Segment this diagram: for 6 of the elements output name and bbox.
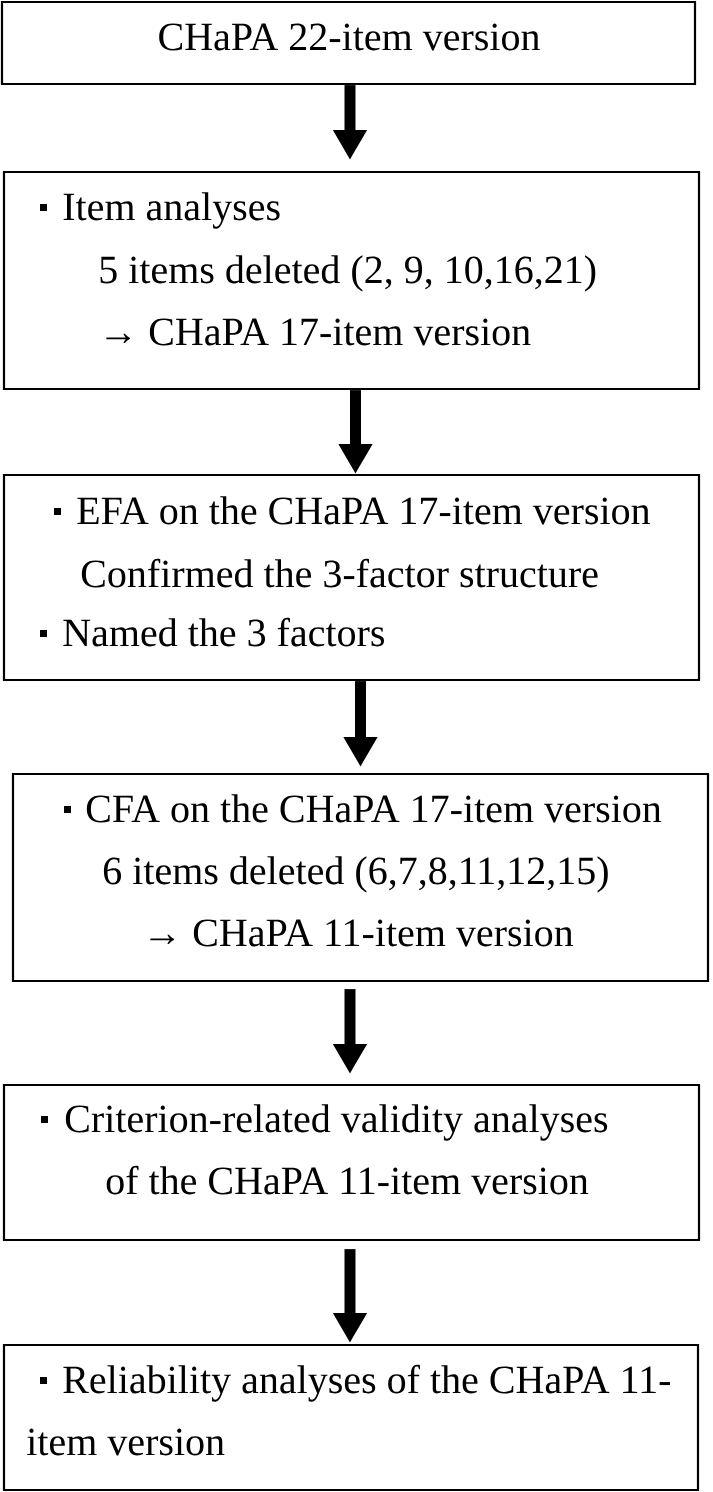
process-box: EFA on the CHaPA 17-item version Confirmed the 3-factor structure Named the 3 factors bbox=[2, 473, 701, 682]
process-box: Item analyses 5 items deleted (2, 9, 10,16,21) → CHaPA 17-item version bbox=[2, 170, 701, 391]
process-box: Criterion-related validity analyses of the CHaPA 11-item version bbox=[2, 1083, 701, 1242]
process-box: CHaPA 22-item version bbox=[0, 0, 697, 86]
process-box: Reliability analyses of the CHaPA 11-item version bbox=[2, 1343, 700, 1492]
process-box: CFA on the CHaPA 17-item version 6 items deleted (6,7,8,11,12,15) → CHaPA 11-item version bbox=[11, 772, 710, 983]
